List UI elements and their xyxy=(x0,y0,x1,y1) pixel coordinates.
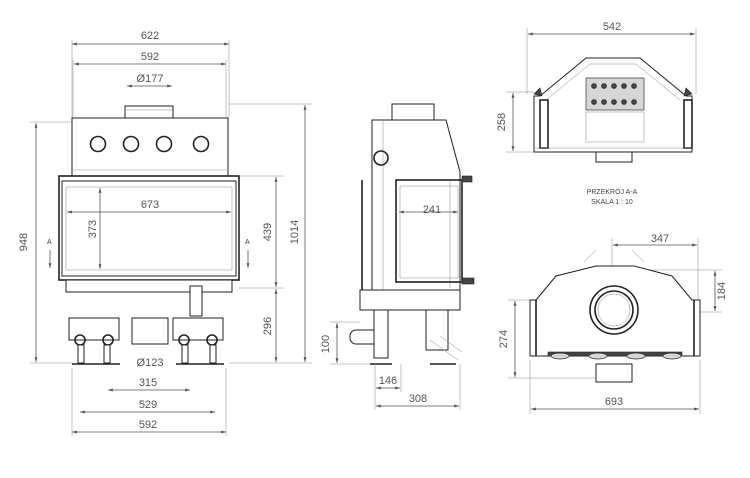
section-marker-left: A xyxy=(47,239,52,246)
flue-collar xyxy=(124,105,174,119)
air-inlet-box xyxy=(131,317,169,345)
dim-height-overall: 948 xyxy=(18,233,30,251)
side-leg-rear xyxy=(425,309,449,351)
dim-section-depth: 258 xyxy=(496,113,508,131)
dim-side-door-depth: 241 xyxy=(423,204,441,216)
air-vent-3 xyxy=(155,135,173,153)
dim-base-height: 296 xyxy=(262,317,274,335)
section-view: 542 258 PRZEKRÓJ A-A SKALA 1 : 10 xyxy=(496,21,697,206)
dim-height-total: 1014 xyxy=(289,220,301,244)
section-air-duct xyxy=(595,151,633,163)
section-marker-right: A xyxy=(245,239,250,246)
dim-glass-width: 673 xyxy=(141,199,159,211)
dim-glass-height: 373 xyxy=(87,220,99,238)
dim-foot-span-mid: 529 xyxy=(139,399,157,411)
side-air-spigot xyxy=(373,150,389,166)
dim-top-width: 693 xyxy=(605,396,623,408)
side-view: 241 100 146 308 xyxy=(320,103,475,410)
top-outline xyxy=(529,265,701,357)
dim-section-width: 542 xyxy=(603,21,621,33)
upper-body xyxy=(71,117,229,177)
base-frame xyxy=(65,279,233,293)
dim-foot-span-inner: 315 xyxy=(139,377,157,389)
top-view: 347 184 274 693 xyxy=(498,233,728,414)
side-leg-front xyxy=(373,309,389,359)
side-body xyxy=(371,119,461,291)
dim-flue-offset: 347 xyxy=(651,233,669,245)
section-scale: SKALA 1 : 10 xyxy=(591,199,633,206)
section-grate xyxy=(585,77,645,111)
dim-foot-span-outer: 592 xyxy=(139,419,157,431)
top-flue-inner xyxy=(594,290,634,330)
air-vent-1 xyxy=(89,135,107,153)
dim-side-depth: 308 xyxy=(409,393,427,405)
dim-width-overall: 622 xyxy=(141,30,159,42)
air-vent-2 xyxy=(122,135,140,153)
dim-door-height: 439 xyxy=(262,223,274,241)
dim-width-body: 592 xyxy=(141,51,159,63)
front-view: 622 592 Ø177 673 373 A A xyxy=(18,30,312,436)
dim-flue-depth: 184 xyxy=(716,282,728,300)
dim-flue-diameter: Ø177 xyxy=(137,73,164,85)
air-vent-4 xyxy=(192,135,210,153)
side-door xyxy=(395,179,463,283)
dim-top-depth: 274 xyxy=(498,330,510,348)
side-base xyxy=(359,289,461,311)
top-flue-outer xyxy=(589,285,639,335)
door-glass xyxy=(61,180,237,277)
section-title: PRZEKRÓJ A-A xyxy=(587,187,638,196)
dim-air-inlet-diameter: Ø123 xyxy=(137,357,164,369)
ash-door xyxy=(189,285,203,317)
top-air-duct xyxy=(595,363,633,383)
dim-foot-offset: 146 xyxy=(379,375,397,387)
side-flue-collar xyxy=(391,103,435,121)
dim-leg-height: 100 xyxy=(320,335,332,353)
